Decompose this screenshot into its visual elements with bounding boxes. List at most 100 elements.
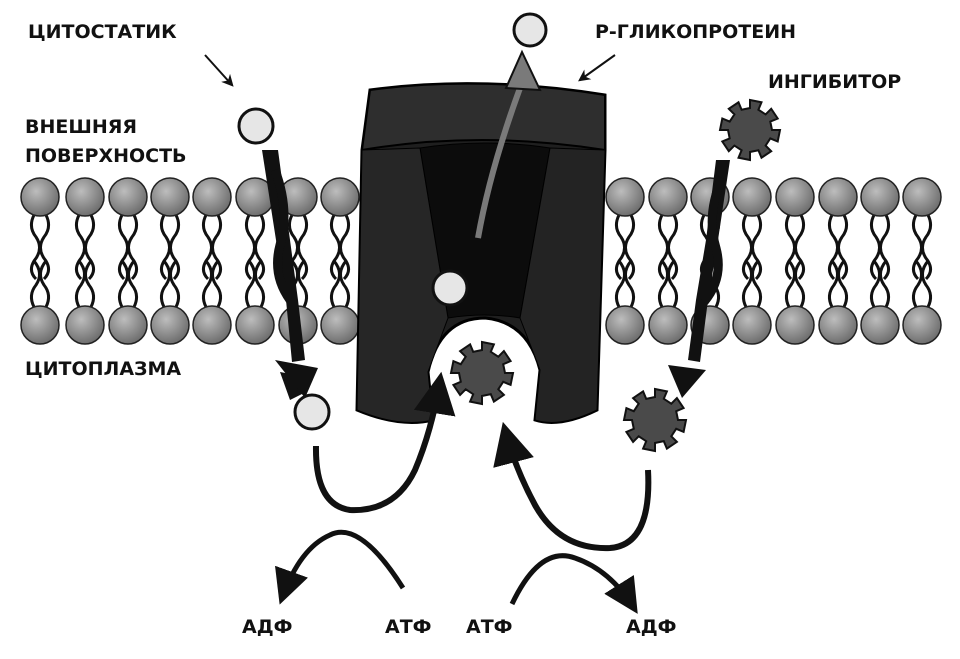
lipid-head [192,177,232,217]
lipid-tail [879,260,891,308]
lipid-tail [211,214,223,281]
lipid-head [150,305,190,345]
p-glycoprotein-pump [355,82,607,424]
lipid-head [648,305,688,345]
lipid-tail [657,260,669,308]
atp-adp-arc-right [509,553,638,614]
lipid-head [605,177,645,217]
cytostatic-entry-arrow [262,150,318,400]
lipid-head [775,305,815,345]
lipid-tail [784,260,796,308]
lipid-head [20,177,60,217]
drug-in-pump [431,269,469,307]
label-adp-left: АДФ [242,616,292,638]
lipid-tail [169,214,181,281]
membrane-right [605,177,942,345]
lipid-tail [827,260,839,308]
pump-top-rim [360,82,606,152]
lipid-tail [297,214,309,281]
lipid-head [818,177,858,217]
lipid-head [860,305,900,345]
pump-facet-right [519,147,606,423]
label-inhibitor: ИНГИБИТОР [768,71,901,93]
lipid-tail [624,214,636,281]
lipid-head [65,305,105,345]
lipid-head [902,177,942,217]
lipid-head [235,305,275,345]
lipid-tail [624,260,636,308]
lipid-tail [911,260,923,308]
lipid-tail [117,260,129,308]
lipid-head [775,177,815,217]
lipid-tail [837,260,849,308]
lipid-head [192,305,232,345]
inhibitor-in-pump [449,340,515,406]
label-adp-right: АДФ [626,616,676,638]
label-atp-right: АТФ [466,616,513,638]
lipid-tail [751,260,763,308]
label-outer-surface-line1: ВНЕШНЯЯ [25,116,137,138]
lipid-head [320,177,360,217]
cytostatic-molecule-outside [237,107,275,145]
lipid-head [108,305,148,345]
lipid-tail [667,214,679,281]
lipid-tail [329,260,341,308]
lipid-tail [201,260,213,308]
lipid-head [818,305,858,345]
lipid-tail [794,260,806,308]
inhibitor-molecule-outside [718,98,782,162]
lipid-tail [794,214,806,281]
lipid-tail [127,214,139,281]
lipid-head [65,177,105,217]
lipid-tail [84,260,96,308]
lipid-tail [211,260,223,308]
lipid-tail [29,260,41,308]
lipid-head [20,305,60,345]
cytostatic-to-pump-arrow [312,371,456,514]
pump-facet-left [356,147,449,423]
lipid-tail [869,260,881,308]
lipid-tail [837,214,849,281]
lipid-head [902,305,942,345]
lipid-tail [339,260,351,308]
lipid-head [605,305,645,345]
lipid-tail [244,260,256,308]
inhibitor-molecule-inside [622,387,688,453]
lipid-tail [39,214,51,281]
lipid-head [320,305,360,345]
lipid-head [732,177,772,217]
label-outer-surface-line2: ПОВЕРХНОСТЬ [25,145,187,167]
lipid-head [108,177,148,217]
inhibitor-gear-shape [718,98,782,162]
lipid-head [732,305,772,345]
atp-adp-arc-left [275,529,406,605]
p-glycoprotein-pointer-arrow [578,54,616,82]
cytostatic-molecule-inside [293,393,331,431]
lipid-tail [159,260,171,308]
lipid-tail [84,214,96,281]
lipid-tail [254,260,266,308]
inhibitor-to-pump-arrow [493,421,652,552]
lipid-tail [667,260,679,308]
inhibitor-gear-shape [449,340,515,406]
lipid-tail [74,260,86,308]
membrane-left [20,177,360,345]
label-cytoplasm: ЦИТОПЛАЗМА [25,358,181,380]
lipid-tail [614,260,626,308]
inhibitor-entry-arrow [668,160,730,398]
inhibitor-gear-shape [622,387,688,453]
lipid-tail [127,260,139,308]
lipid-tail [921,260,933,308]
lipid-tail [741,260,753,308]
lipid-head [150,177,190,217]
lipid-tail [254,214,266,281]
exported-drug-molecule [512,12,548,48]
lipid-tail [339,214,351,281]
label-cytostatic: ЦИТОСТАТИК [28,21,177,43]
lipid-tail [879,214,891,281]
label-atp-left: АТФ [385,616,432,638]
export-arrow [475,49,542,239]
lipid-tail [921,214,933,281]
